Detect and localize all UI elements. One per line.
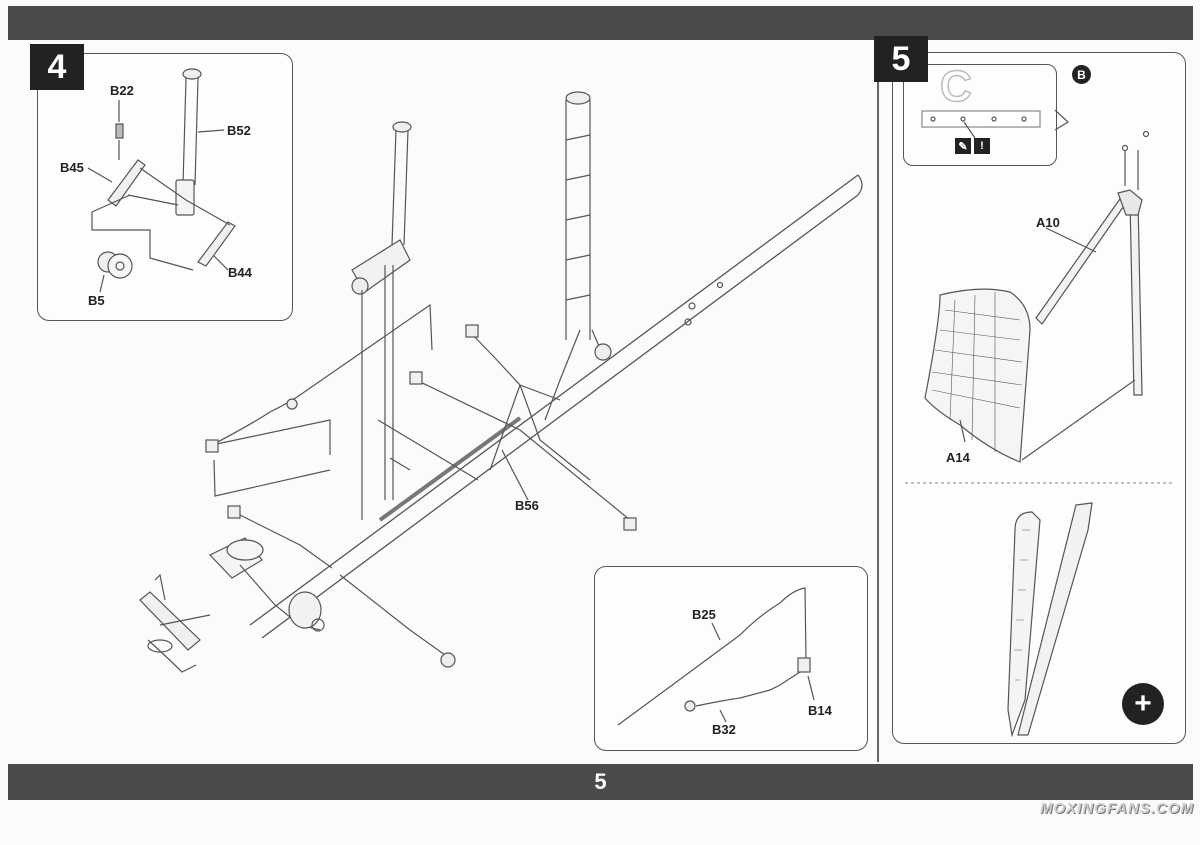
part-b52 — [175, 68, 225, 216]
label-b44: B44 — [228, 265, 252, 280]
main-boom — [249, 174, 863, 639]
inset-wire — [617, 587, 815, 726]
cross-frame — [377, 324, 637, 531]
folded-seat-detail — [1007, 502, 1093, 738]
cement-sprue — [921, 109, 1069, 139]
step4-callout-frame — [37, 53, 293, 321]
label-b56: B56 — [515, 498, 539, 513]
label-b25: B25 — [692, 607, 716, 622]
front-stand — [139, 573, 211, 673]
zoom-in-icon: + — [1122, 683, 1164, 725]
rear-axle — [208, 505, 456, 668]
page-number: 5 — [594, 769, 607, 794]
part-a14 — [924, 288, 1136, 463]
part-b5 — [97, 251, 133, 293]
step4-inset-frame — [594, 566, 868, 751]
label-b32: B32 — [712, 722, 736, 737]
part-b44 — [197, 221, 236, 271]
cement-letter: C — [939, 61, 972, 112]
step5-badge: 5 — [874, 36, 928, 82]
part-b22 — [115, 100, 124, 160]
part-b-badge: B — [1072, 65, 1091, 84]
label-a10: A10 — [1036, 215, 1060, 230]
label-b5: B5 — [88, 293, 105, 308]
watermark: MOXINGFANS.COM — [1040, 800, 1195, 817]
footer-bar: 5 — [8, 764, 1193, 800]
label-b22: B22 — [110, 83, 134, 98]
label-a14: A14 — [946, 450, 970, 465]
caution-icon: ! — [974, 138, 990, 154]
upright-post — [351, 121, 412, 520]
header-bar — [8, 6, 1193, 40]
label-b52: B52 — [227, 123, 251, 138]
glue-icon: ✎ — [955, 138, 971, 154]
step4-badge: 4 — [30, 44, 84, 90]
part-a10 — [1035, 130, 1150, 396]
label-b14: B14 — [808, 703, 832, 718]
part-b45 — [87, 159, 146, 207]
step-divider — [877, 40, 879, 762]
vertical-mast — [544, 91, 612, 421]
label-b45: B45 — [60, 160, 84, 175]
care-icons: ✎ ! — [955, 138, 990, 154]
wire-guide-panel — [205, 303, 433, 497]
